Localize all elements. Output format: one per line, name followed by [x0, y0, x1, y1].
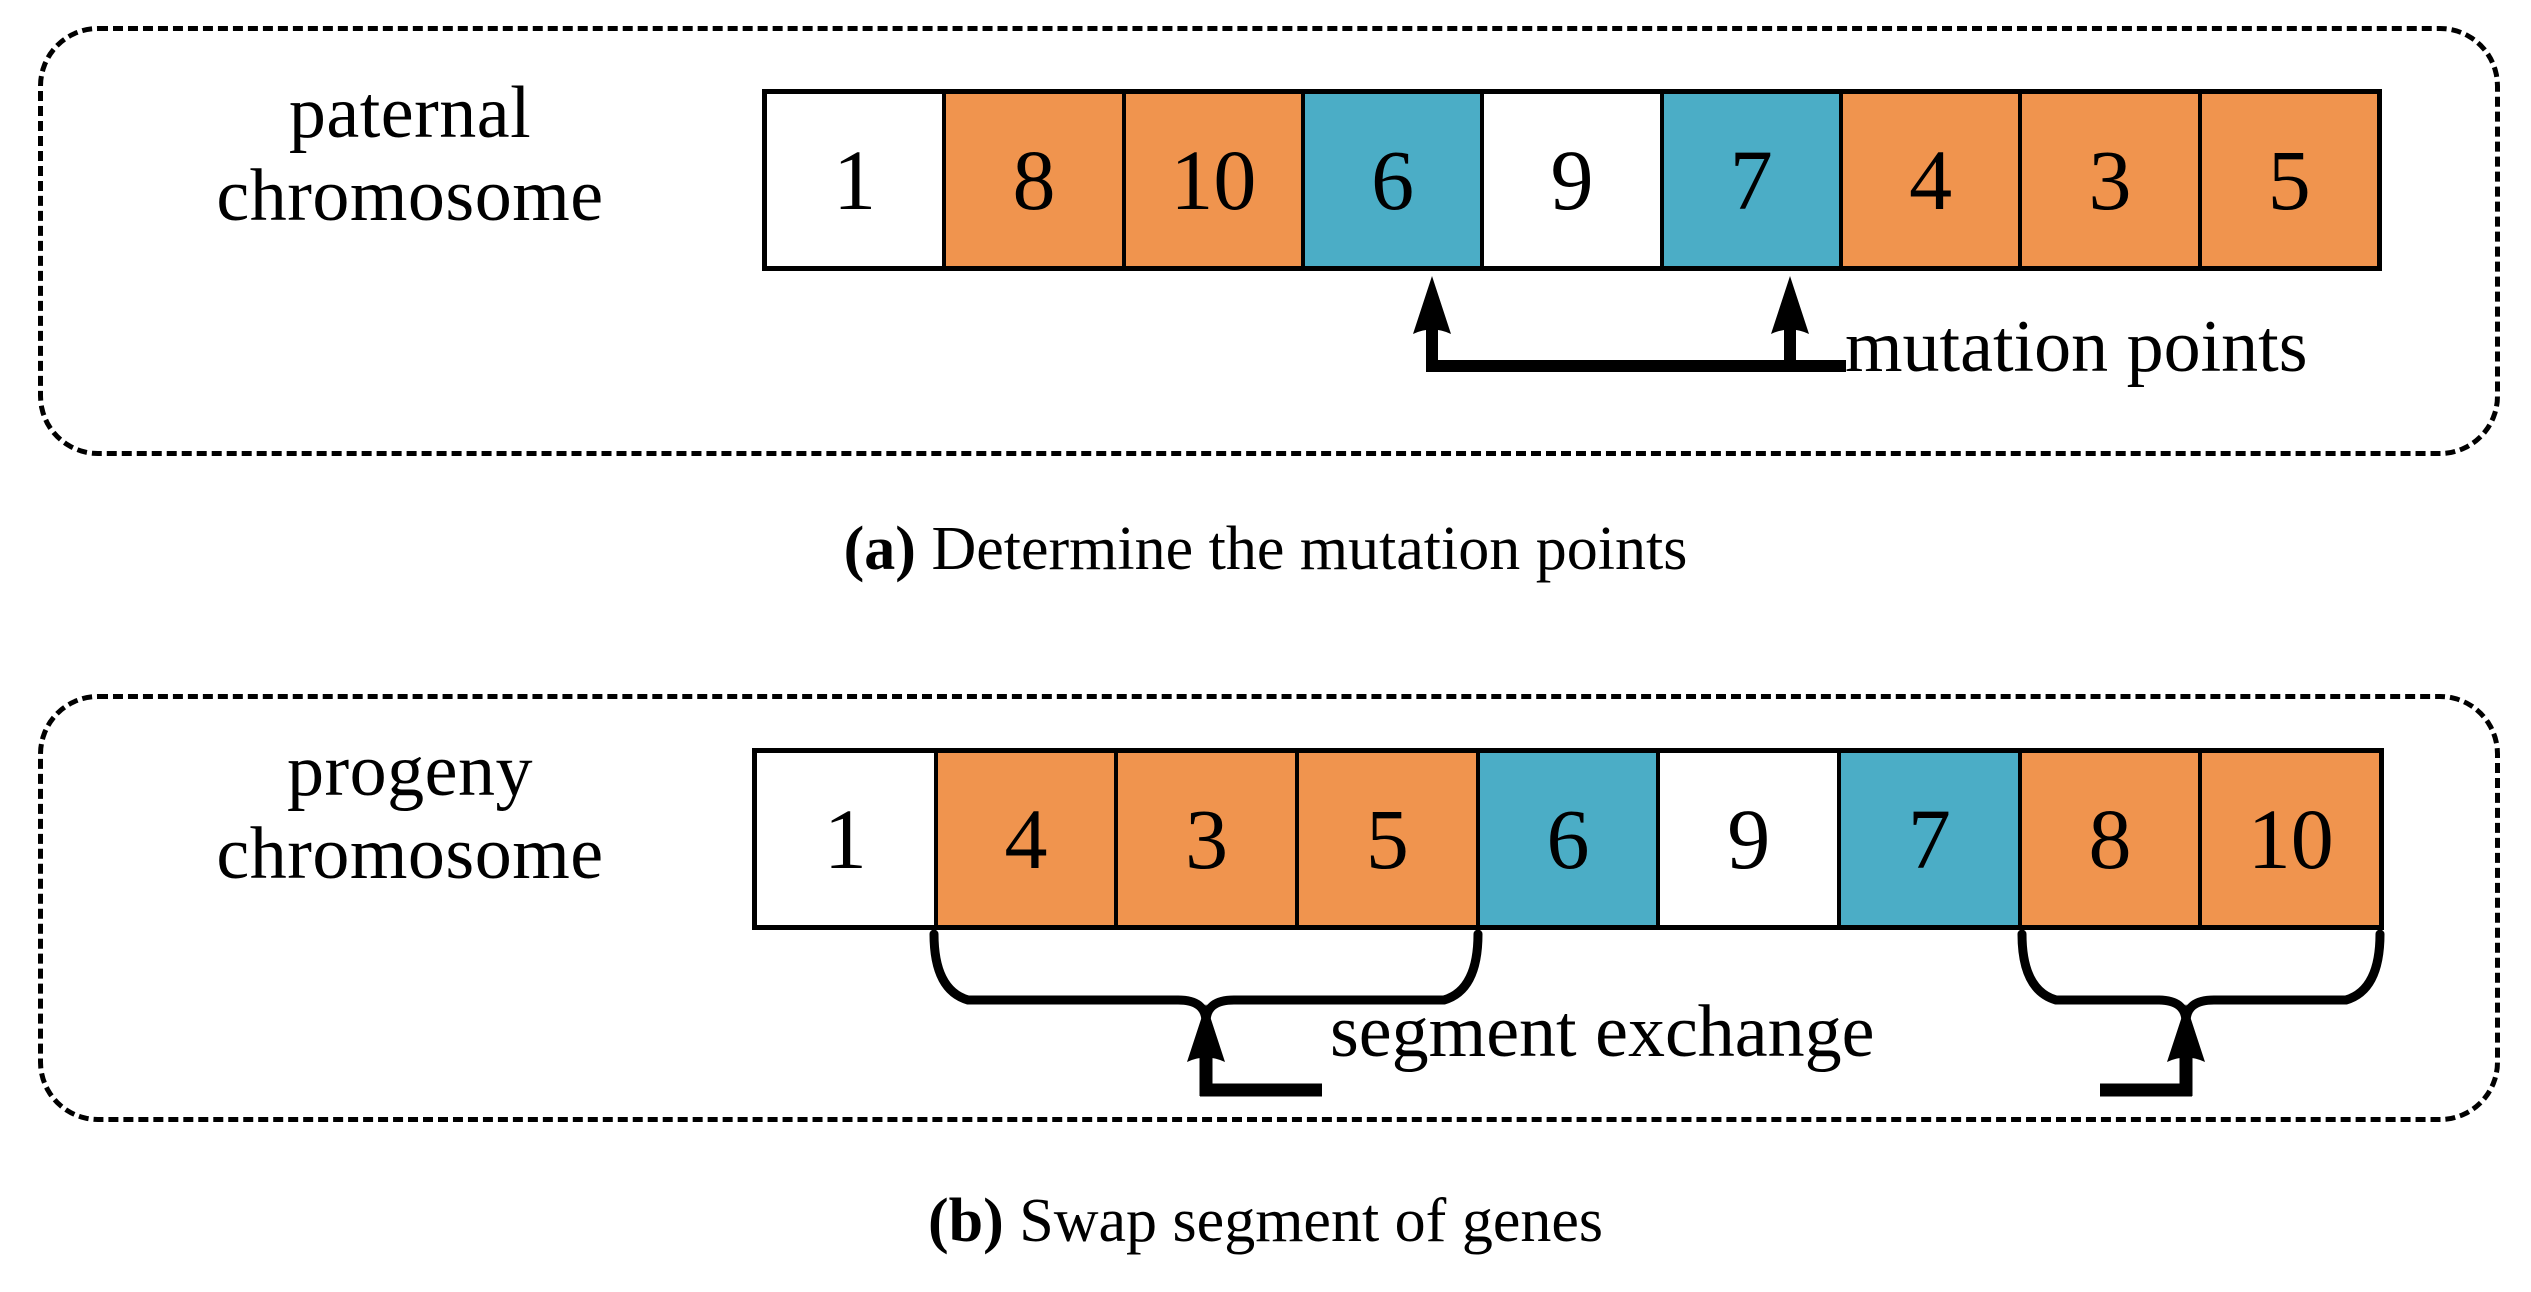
- caption-a-text: Determine the mutation points: [915, 515, 1688, 583]
- gene-cell: 1: [757, 753, 938, 925]
- progeny-chromosome-label: progeny chromosome: [140, 730, 680, 896]
- gene-cell: 4: [937, 753, 1119, 925]
- gene-cell: 1: [767, 94, 947, 266]
- paternal-chromosome-row: 1 8 10 6 9 7 4 3 5: [762, 89, 2382, 271]
- gene-cell: 10: [2202, 753, 2380, 925]
- paternal-chromosome-label: paternal chromosome: [140, 72, 680, 238]
- gene-cell: 8: [2021, 753, 2203, 925]
- mutation-points-annotation-label: mutation points: [1845, 306, 2308, 388]
- panel-b-segment-exchange: [38, 694, 2500, 1122]
- gene-cell: 5: [2201, 94, 2377, 266]
- gene-cell: 8: [946, 94, 1126, 266]
- progeny-chromosome-row: 1 4 3 5 6 9 7 8 10: [752, 748, 2384, 930]
- gene-cell: 9: [1660, 753, 1842, 925]
- caption-b-text: Swap segment of genes: [1003, 1187, 1603, 1255]
- caption-a-tag: (a): [843, 515, 916, 583]
- paternal-chromosome-label-line1: paternal: [288, 72, 532, 154]
- caption-a: (a) Determine the mutation points: [0, 518, 2531, 580]
- gene-cell: 3: [2022, 94, 2202, 266]
- panel-a-mutation-points: [38, 26, 2500, 456]
- progeny-chromosome-label-line2: chromosome: [216, 812, 604, 895]
- progeny-chromosome-label-line1: progeny: [287, 730, 533, 812]
- gene-cell: 5: [1299, 753, 1480, 925]
- gene-cell: 6: [1479, 753, 1661, 925]
- segment-exchange-annotation-label: segment exchange: [1330, 991, 1875, 1073]
- gene-cell: 10: [1125, 94, 1305, 266]
- caption-b: (b) Swap segment of genes: [0, 1190, 2531, 1252]
- paternal-chromosome-label-line2: chromosome: [216, 154, 604, 237]
- gene-cell: 7: [1841, 753, 2022, 925]
- caption-b-tag: (b): [928, 1187, 1004, 1255]
- gene-cell: 6: [1304, 94, 1485, 266]
- gene-cell: 3: [1118, 753, 1300, 925]
- gene-cell: 4: [1842, 94, 2023, 266]
- gene-cell: 7: [1663, 94, 1843, 266]
- gene-cell: 9: [1484, 94, 1664, 266]
